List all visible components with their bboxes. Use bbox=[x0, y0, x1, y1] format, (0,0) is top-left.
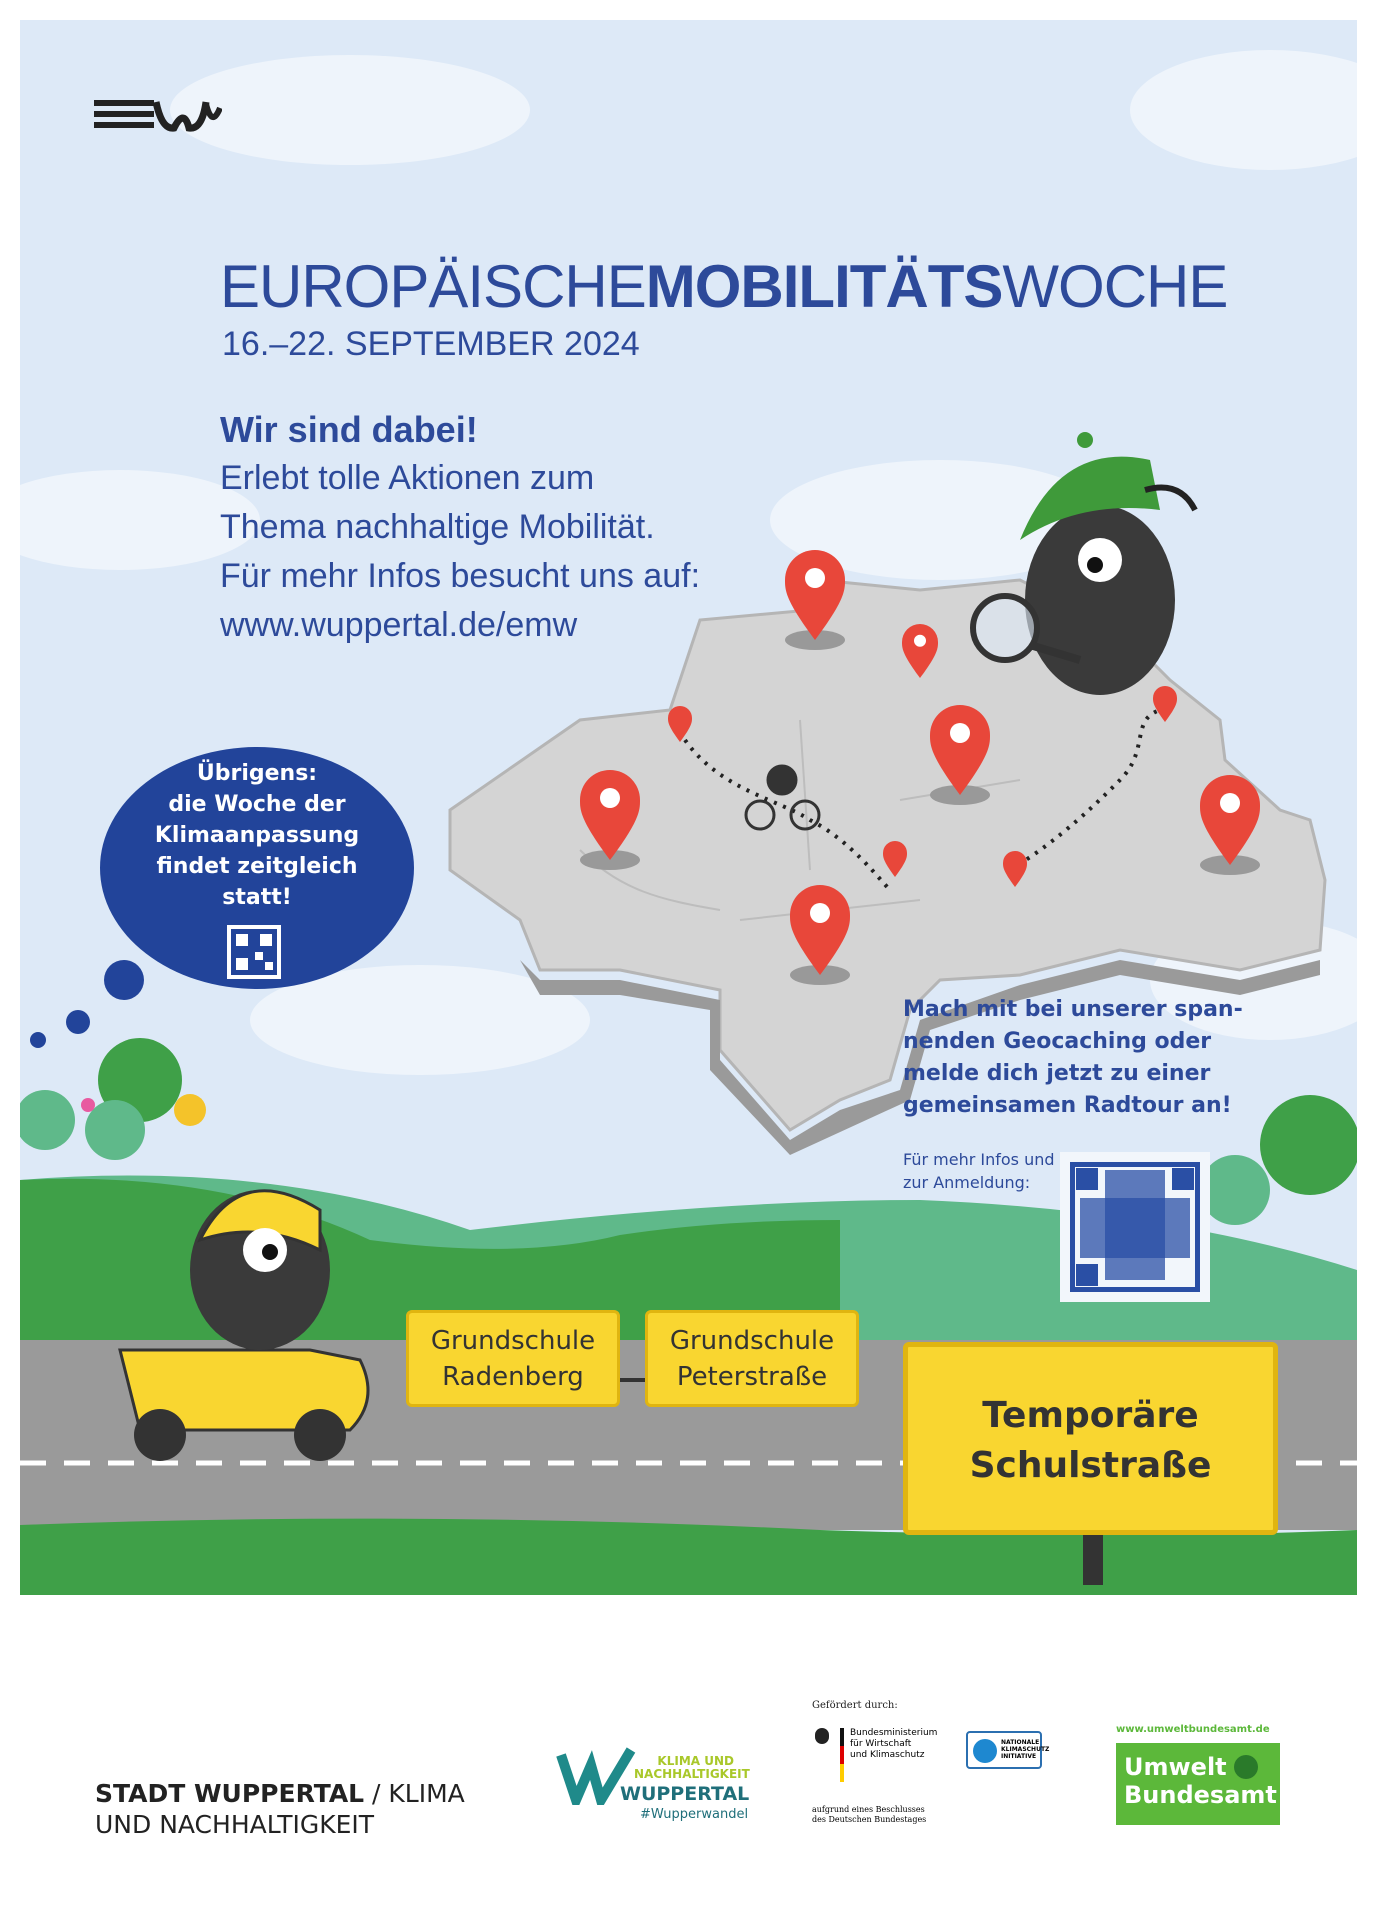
emw-logo bbox=[94, 98, 223, 136]
qr-code-icon bbox=[1070, 1162, 1200, 1292]
cyclist bbox=[744, 764, 821, 831]
map-pins bbox=[580, 550, 1260, 985]
uba-url: www.umweltbundesamt.de bbox=[1116, 1724, 1270, 1735]
poster: EUROPÄISCHEMOBILITÄTSWOCHE 16.–22. SEPTE… bbox=[20, 20, 1357, 1595]
detective-character bbox=[970, 432, 1198, 695]
scooter-character bbox=[118, 1189, 370, 1461]
geocaching-text: Mach mit bei unserer span-nenden Geocach… bbox=[903, 997, 1243, 1118]
gefoerdert-label: Gefördert durch: bbox=[812, 1700, 898, 1711]
thought-bubble bbox=[100, 747, 414, 989]
event-date: 16.–22. SEPTEMBER 2024 bbox=[222, 325, 640, 363]
page-title: EUROPÄISCHEMOBILITÄTSWOCHE bbox=[220, 253, 1228, 320]
website-link[interactable]: www.wuppertal.de/emw bbox=[220, 606, 578, 644]
bubble-qr-code-icon bbox=[227, 925, 281, 979]
intro-text: Wir sind dabei! Erlebt tolle Aktionen zu… bbox=[220, 405, 700, 650]
stadt-wuppertal-label: STADT WUPPERTAL / KLIMA UND NACHHALTIGKE… bbox=[95, 1779, 465, 1839]
